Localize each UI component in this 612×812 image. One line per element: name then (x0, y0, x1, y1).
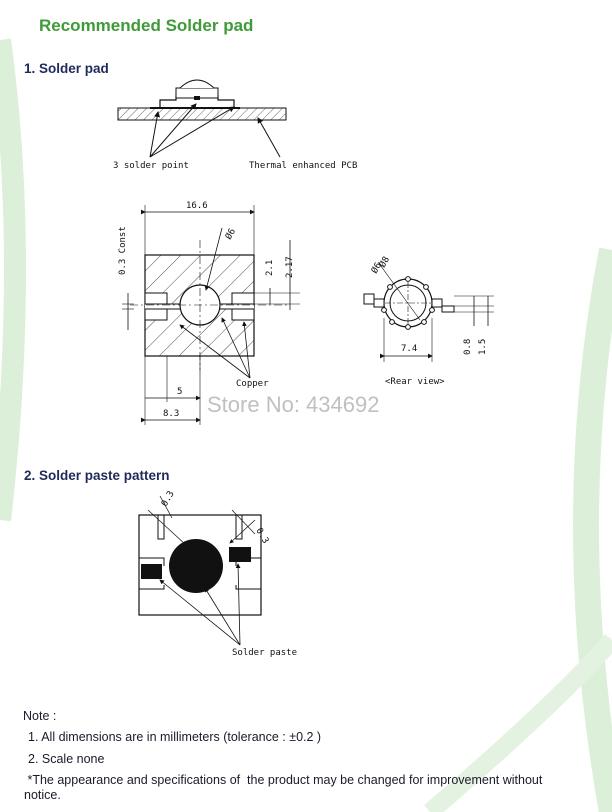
watermark: Store No: 434692 (207, 392, 380, 417)
note-heading: Note : (23, 709, 57, 723)
rear-dim-1-5: 1.5 (478, 339, 488, 355)
dim-width: 16.6 (186, 201, 208, 211)
rear-dim-6: Ø6 (369, 261, 384, 276)
rear-view (363, 261, 494, 362)
note-line-1: 1. All dimensions are in millimeters (to… (28, 730, 322, 744)
paste-pattern (138, 495, 262, 646)
dim-diameter: Ø6 (223, 227, 238, 242)
label-copper: Copper (236, 379, 269, 389)
rear-dim-7-4: 7.4 (401, 344, 417, 354)
section-heading-paste-pattern: 2. Solder paste pattern (24, 468, 170, 483)
label-solder-paste: Solder paste (232, 648, 297, 658)
label-thermal-pcb: Thermal enhanced PCB (249, 161, 357, 171)
side-view (117, 79, 287, 158)
dim-2-1: 2.1 (265, 260, 275, 276)
dim-2-17: 2.17 (285, 256, 295, 278)
rear-dim-8: Ø8 (377, 255, 392, 270)
dim-const: 0.3 Const (118, 226, 128, 275)
page-title: Recommended Solder pad (39, 16, 254, 35)
note-line-4: notice. (24, 788, 61, 802)
pad-top-view (122, 205, 300, 425)
rear-dim-0-8: 0.8 (463, 339, 473, 355)
dim-8-3: 8.3 (163, 409, 179, 419)
label-solder-points: 3 solder point (113, 161, 189, 171)
label-rear-view: <Rear view> (385, 377, 445, 387)
note-line-3: *The appearance and specifications of th… (24, 773, 543, 787)
section-heading-solder-pad: 1. Solder pad (24, 61, 109, 76)
paste-dim-a: 0.3 (160, 489, 177, 508)
dim-5: 5 (177, 387, 182, 397)
note-line-2: 2. Scale none (28, 752, 105, 766)
